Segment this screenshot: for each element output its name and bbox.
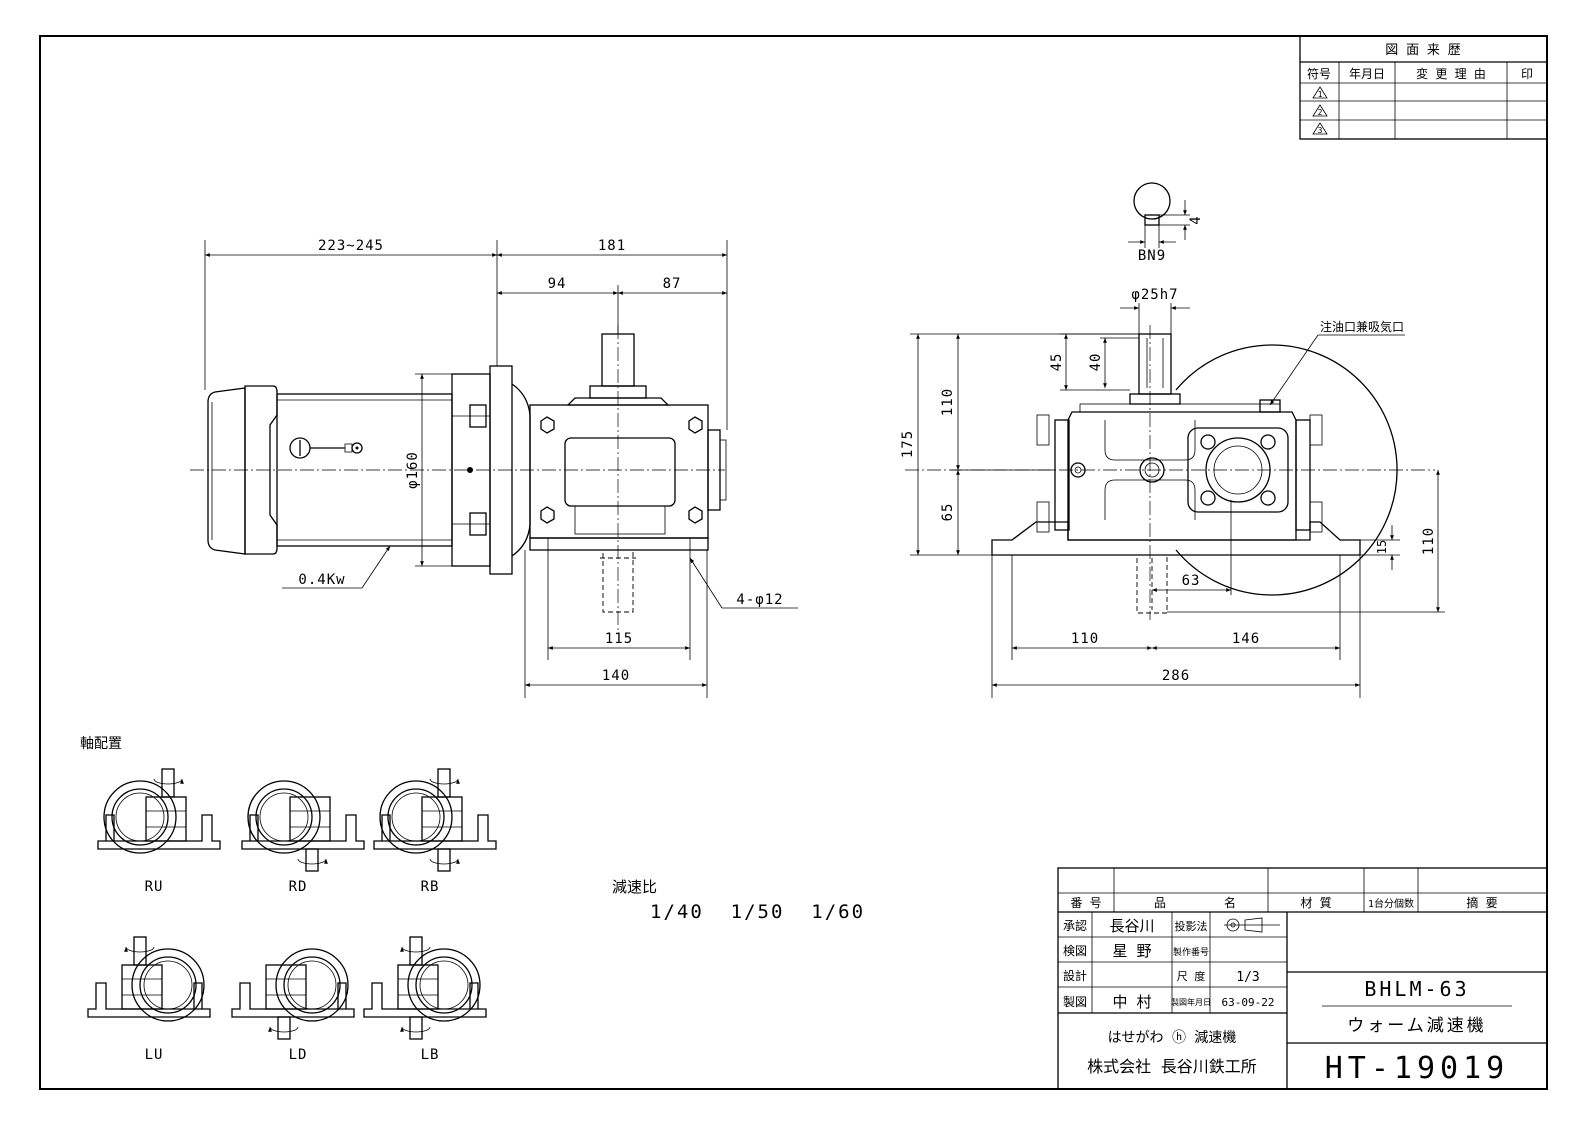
dim-key-depth: 4 [1188, 215, 1204, 224]
tb-row-scale-label: 尺 度 [1177, 969, 1206, 983]
tb-row-check-label: 検図 [1063, 944, 1087, 958]
dim-keyway: BN9 [1138, 248, 1166, 264]
dim-right-part: 87 [663, 276, 682, 292]
dim-bolt-pitch: 115 [605, 631, 633, 647]
revision-header-stamp: 印 [1521, 67, 1533, 81]
dim-motor-length: 223~245 [318, 238, 384, 254]
title-block: 番 号 品 名 材 質 1台分個数 摘 要 承認 長谷川 投影法 検図 星 野 … [1057, 867, 1548, 1090]
revision-header-date: 年月日 [1349, 67, 1385, 81]
dim-base-length: 140 [602, 668, 630, 684]
oil-port-label: 注油口兼吸気口 [1320, 319, 1404, 334]
dim-total-height: 175 [900, 430, 916, 458]
tb-row-approve-label: 承認 [1063, 918, 1087, 933]
tb-brand: はせがわ ⓗ 減速機 [1108, 1029, 1237, 1046]
tb-header-name-b: 名 [1224, 895, 1236, 910]
shaft-label-lb: LB [421, 1047, 440, 1063]
revision-mark-1: 1 [1318, 90, 1323, 99]
shaft-icon-ru [97, 768, 221, 854]
shaft-icon-rb [373, 768, 497, 872]
revision-table: 図 面 来 歴 符号 年月日 変 更 理 由 印 1 2 3 [1299, 35, 1548, 140]
dim-gear-length: 181 [598, 238, 626, 254]
shaft-icon-lu [87, 936, 211, 1022]
dim-left-width: 110 [1071, 631, 1099, 647]
reduction-label: 減速比 [612, 878, 657, 896]
dim-total-width: 286 [1162, 668, 1190, 684]
shaft-label-ru: RU [145, 879, 164, 895]
tb-row-projection-label: 投影法 [1175, 919, 1208, 933]
dim-offset-63: 63 [1182, 573, 1201, 589]
tb-product: ウォーム減速機 [1347, 1016, 1487, 1036]
tb-row-approve-value: 長谷川 [1109, 917, 1154, 935]
dim-left-part: 94 [548, 276, 567, 292]
revision-header-reason: 変 更 理 由 [1416, 66, 1486, 81]
front-view-dimensions: 223~245 181 94 87 φ160 0.4Kw 4-φ12 115 1… [204, 238, 798, 698]
reduction-ratio: 減速比 1/40 1/50 1/60 [612, 878, 865, 923]
tb-row-date-value: 63-09-22 [1222, 996, 1275, 1009]
tb-header-material: 材 質 [1300, 895, 1331, 910]
revision-mark-2: 2 [1318, 108, 1323, 117]
revision-title: 図 面 来 歴 [1385, 43, 1460, 58]
dim-base-thickness: 15 [1375, 540, 1389, 554]
tb-header-number: 番 号 [1070, 896, 1101, 910]
dim-lower-height: 65 [940, 503, 956, 522]
shaft-label-lu: LU [145, 1047, 164, 1063]
side-view-dimensions: BN9 4 φ25h7 45 40 175 110 65 [900, 200, 1445, 698]
tb-row-draw-value: 中 村 [1112, 993, 1151, 1011]
dim-motor-diameter: φ160 [405, 451, 421, 489]
reduction-values: 1/40 1/50 1/60 [650, 901, 865, 923]
shaft-icon-ld [231, 948, 355, 1040]
dim-upper-height: 110 [940, 388, 956, 416]
tb-drawing-number: HT-19019 [1325, 1051, 1510, 1086]
tb-row-scale-value: 1/3 [1236, 970, 1259, 985]
tb-header-remarks: 摘 要 [1466, 895, 1497, 910]
dim-right-width: 146 [1232, 631, 1260, 647]
shaft-icon-lb [363, 936, 487, 1040]
shaft-label-rd: RD [289, 879, 308, 895]
bolt-holes-label: 4-φ12 [736, 592, 783, 608]
front-view [190, 325, 727, 630]
shaft-label-rb: RB [421, 879, 440, 895]
side-view [905, 182, 1435, 620]
dim-base-height: 110 [1421, 527, 1437, 555]
motor-power-label: 0.4Kw [298, 572, 345, 588]
shaft-arrangement-title: 軸配置 [80, 736, 122, 752]
dim-shaft-dia: φ25h7 [1131, 287, 1178, 303]
tb-row-production-label: 製作番号 [1173, 946, 1209, 958]
revision-mark-3: 3 [1318, 126, 1323, 135]
dim-shaft-40: 40 [1088, 353, 1104, 372]
tb-row-date-label: 製図年月日 [1171, 997, 1211, 1007]
shaft-icon-rd [241, 780, 365, 872]
tb-row-design-label: 設計 [1063, 968, 1087, 983]
shaft-arrangement: 軸配置 RU RD RB LU LD LB [80, 736, 497, 1063]
tb-header-qty: 1台分個数 [1368, 897, 1414, 910]
tb-header-name-a: 品 [1154, 896, 1166, 910]
projection-symbol-icon [1224, 917, 1280, 933]
revision-header-mark: 符号 [1307, 66, 1331, 81]
tb-company: 株式会社 長谷川鉄工所 [1087, 1057, 1257, 1076]
tb-row-check-value: 星 野 [1112, 942, 1151, 960]
shaft-label-ld: LD [289, 1047, 308, 1063]
sheet-border [39, 35, 1548, 1090]
dim-shaft-45: 45 [1049, 353, 1065, 372]
tb-model: BHLM-63 [1364, 977, 1469, 1001]
tb-row-draw-label: 製図 [1063, 995, 1087, 1009]
